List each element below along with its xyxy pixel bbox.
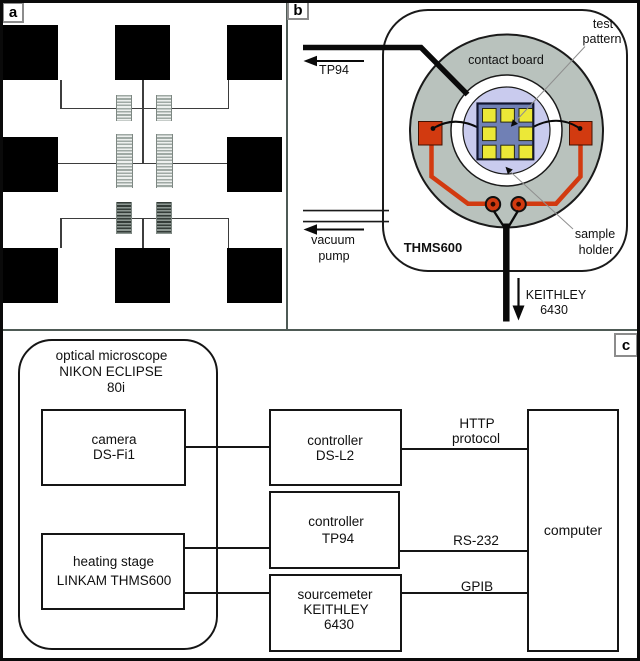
microscope-label-line1: optical microscope (55, 347, 168, 363)
pointer-test-pattern-arrowhead (510, 119, 518, 127)
link-tp94-computer (398, 549, 527, 552)
sourcemeter-box (269, 574, 402, 652)
keithley-label-line1: KEITHLEY (525, 288, 587, 302)
trace-center-vertical-upper (142, 80, 144, 164)
bond-dot-1 (430, 126, 436, 131)
idt-structure-middle-left (116, 134, 133, 188)
stage-name-label: THMS600 (403, 240, 463, 255)
heating-label-line1: heating stage (72, 554, 155, 569)
vacuum-pump-label-line1: vacuum (311, 232, 355, 247)
pointer-sample-holder (508, 169, 574, 230)
heating-stage-box (41, 532, 185, 610)
camera-label-line2: DS-Fi1 (92, 447, 136, 462)
idt-structure-upper-left (116, 95, 132, 121)
chip-pad-2 (500, 108, 515, 123)
pad-bottom-right (227, 248, 282, 303)
sourcemeter-label-line1: sourcemeter (297, 586, 373, 602)
sourcemeter-label-line3: 6430 (323, 617, 355, 632)
heating-label-line2: LINKAM THMS600 (56, 573, 172, 588)
camera-box (41, 409, 186, 486)
trace-stub-bottom-right (227, 218, 230, 248)
chip-pad-4 (482, 126, 497, 142)
tp94-label: TP94 (319, 62, 349, 77)
pad-middle-left (3, 137, 58, 192)
panel-b-drawing (303, 9, 628, 322)
pad-top-middle (115, 25, 170, 80)
controller-tp94-label-line1: controller (308, 514, 364, 529)
panel-b-label: b (287, 1, 309, 20)
lead-left (492, 209, 506, 229)
divider-vertical (286, 0, 288, 330)
computer-box (527, 409, 619, 652)
pad-middle-right (227, 137, 282, 192)
sourcemeter-label-line2: KEITHLEY (303, 602, 369, 617)
trace-lower-horizontal (60, 217, 229, 220)
panel-a-label: a (2, 2, 24, 23)
controller-dsl2-box (269, 409, 402, 486)
tp94-cable (303, 44, 470, 97)
test-pattern-label-line2: pattern (582, 31, 622, 46)
chip-pad-8 (518, 144, 534, 160)
red-wire-right (524, 144, 583, 206)
microscope-label-line3: 80i (106, 379, 126, 395)
chip-pad-6 (482, 144, 497, 160)
link-sourcemeter-computer (400, 592, 527, 595)
trace-stub-bottom-left (60, 218, 62, 248)
trace-stub-top-left (60, 80, 62, 109)
idt-structure-middle-right (155, 134, 173, 188)
link-http-label-line1: HTTP (459, 416, 495, 431)
tp94-arrowhead (303, 55, 317, 67)
link-heating-sourcemeter (184, 591, 269, 594)
feedthrough-right-center (516, 201, 521, 207)
keithley-arrowhead (512, 305, 525, 321)
controller-dsl2-label-line1: controller (307, 432, 363, 448)
vacuum-pump-label-line2: pump (318, 248, 350, 263)
idt-structure-lower-left (116, 202, 132, 234)
sample-holder-label-line1: sample (574, 227, 616, 241)
pad-top-left (3, 25, 58, 80)
trace-center-vertical-lower (142, 218, 144, 248)
pointer-test-pattern (513, 46, 586, 124)
chip-pad-5 (518, 126, 534, 142)
sample-holder-label-line2: holder (578, 243, 614, 257)
microscope-label-line2: NIKON ECLIPSE (59, 363, 163, 379)
panel-c-label: c (614, 333, 638, 357)
controller-tp94-box (269, 491, 400, 569)
link-heating-tp94 (184, 546, 269, 549)
controller-dsl2-label-line2: DS-L2 (315, 448, 355, 463)
chip-pad-1 (482, 108, 497, 123)
vacuum-arrowhead (303, 224, 317, 235)
computer-label: computer (543, 522, 603, 538)
link-http-label-line2: protocol (451, 430, 501, 446)
bond-dot-3 (577, 126, 583, 131)
pad-bottom-middle (115, 248, 170, 303)
link-camera-dsl2 (186, 446, 269, 448)
pointer-sample-holder-arrowhead (505, 166, 513, 175)
red-wire-left (429, 144, 487, 206)
chip-pad-3 (518, 108, 534, 123)
trace-stub-top-right (227, 80, 230, 109)
idt-structure-lower-right (155, 202, 172, 234)
chip-pad-7 (500, 144, 515, 160)
contact-pad-right (569, 121, 593, 146)
divider-horizontal (0, 329, 640, 331)
contact-board-label: contact board (468, 52, 544, 67)
feedthrough-left-center (490, 201, 496, 207)
idt-structure-upper-right (155, 95, 172, 121)
link-gpib-label: GPIB (460, 579, 494, 594)
camera-label-line1: camera (91, 431, 137, 447)
trace-middle-horizontal (58, 162, 227, 165)
trace-upper-horizontal (60, 107, 229, 110)
pad-bottom-left (3, 248, 58, 303)
link-dsl2-computer (400, 447, 527, 450)
controller-tp94-label-line2: TP94 (321, 530, 355, 546)
link-rs232-label: RS-232 (453, 533, 499, 548)
pad-top-right (227, 25, 282, 80)
keithley-label-line2: 6430 (540, 303, 568, 317)
test-pattern-label-line1: test (592, 17, 614, 31)
